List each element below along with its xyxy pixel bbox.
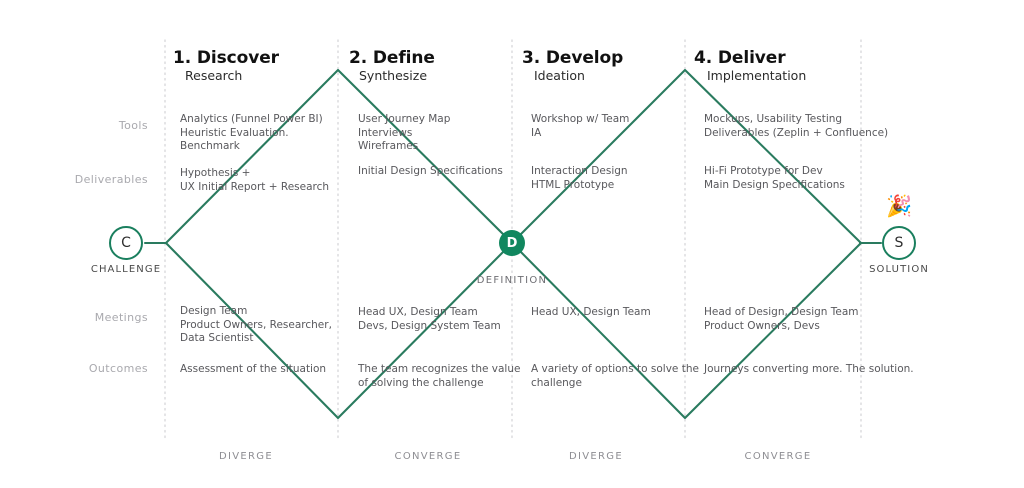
phase-subtitle-4: Implementation: [707, 68, 807, 83]
footer-label-2: CONVERGE: [394, 451, 462, 462]
phase-subtitle-1: Research: [185, 68, 243, 83]
cell-deliverables-discover: Hypothesis + UX Initial Report + Researc…: [180, 167, 330, 193]
node-challenge-caption: CHALLENGE: [90, 264, 162, 275]
phase-title-4: 4. Deliver: [694, 48, 786, 68]
phase-subtitle-3: Ideation: [534, 68, 585, 83]
cell-meetings-develop: Head UX, Design Team: [531, 306, 651, 318]
cell-deliverables-deliver: Hi-Fi Prototype for Dev Main Design Spec…: [704, 165, 845, 191]
cell-tools-develop: Workshop w/ Team IA: [531, 113, 630, 139]
cell-deliverables-define: Initial Design Specifications: [358, 165, 503, 177]
cell-outcomes-define: The team recognizes the value of solving…: [358, 363, 521, 389]
phase-title-3: 3. Develop: [522, 48, 624, 68]
footer-label-1: DIVERGE: [219, 451, 273, 462]
cell-tools-discover: Analytics (Funnel Power BI) Heuristic Ev…: [180, 113, 323, 152]
cell-tools-define: User Journey Map Interviews Wireframes: [358, 113, 451, 152]
node-definition[interactable]: D: [499, 230, 525, 256]
cell-outcomes-develop: A variety of options to solve the challe…: [531, 363, 699, 389]
node-definition-letter: D: [506, 235, 518, 251]
cell-meetings-define: Head UX, Design Team Devs, Design System…: [358, 306, 501, 332]
cell-meetings-discover: Design Team Product Owners, Researcher, …: [180, 305, 332, 344]
cell-tools-deliver: Mockups, Usability Testing Deliverables …: [704, 113, 889, 139]
diamond-two-upper: [510, 68, 863, 245]
row-label-meetings: Meetings: [94, 311, 148, 324]
node-definition-caption: DEFINITION: [476, 275, 548, 286]
footer-label-4: CONVERGE: [744, 451, 812, 462]
node-solution[interactable]: S: [882, 226, 916, 260]
cell-outcomes-discover: Assessment of the situation: [180, 363, 327, 375]
phase-title-1: 1. Discover: [173, 48, 279, 68]
row-label-deliverables: Deliverables: [74, 173, 148, 186]
row-label-outcomes: Outcomes: [88, 362, 148, 375]
cell-outcomes-deliver: Journeys converting more. The solution.: [704, 363, 914, 375]
node-solution-caption: SOLUTION: [869, 264, 929, 275]
diamond-one-upper: [164, 68, 514, 245]
party-popper-icon: 🎉: [886, 194, 913, 218]
row-label-tools: Tools: [118, 119, 148, 132]
node-challenge[interactable]: C: [109, 226, 143, 260]
cell-meetings-deliver: Head of Design, Design Team Product Owne…: [704, 306, 859, 332]
cell-deliverables-develop: Interaction Design HTML Prototype: [531, 165, 628, 191]
node-solution-letter: S: [894, 235, 904, 251]
footer-label-3: DIVERGE: [569, 451, 623, 462]
phase-title-2: 2. Define: [349, 48, 435, 68]
node-challenge-letter: C: [121, 235, 131, 251]
phase-subtitle-2: Synthesize: [359, 68, 428, 83]
